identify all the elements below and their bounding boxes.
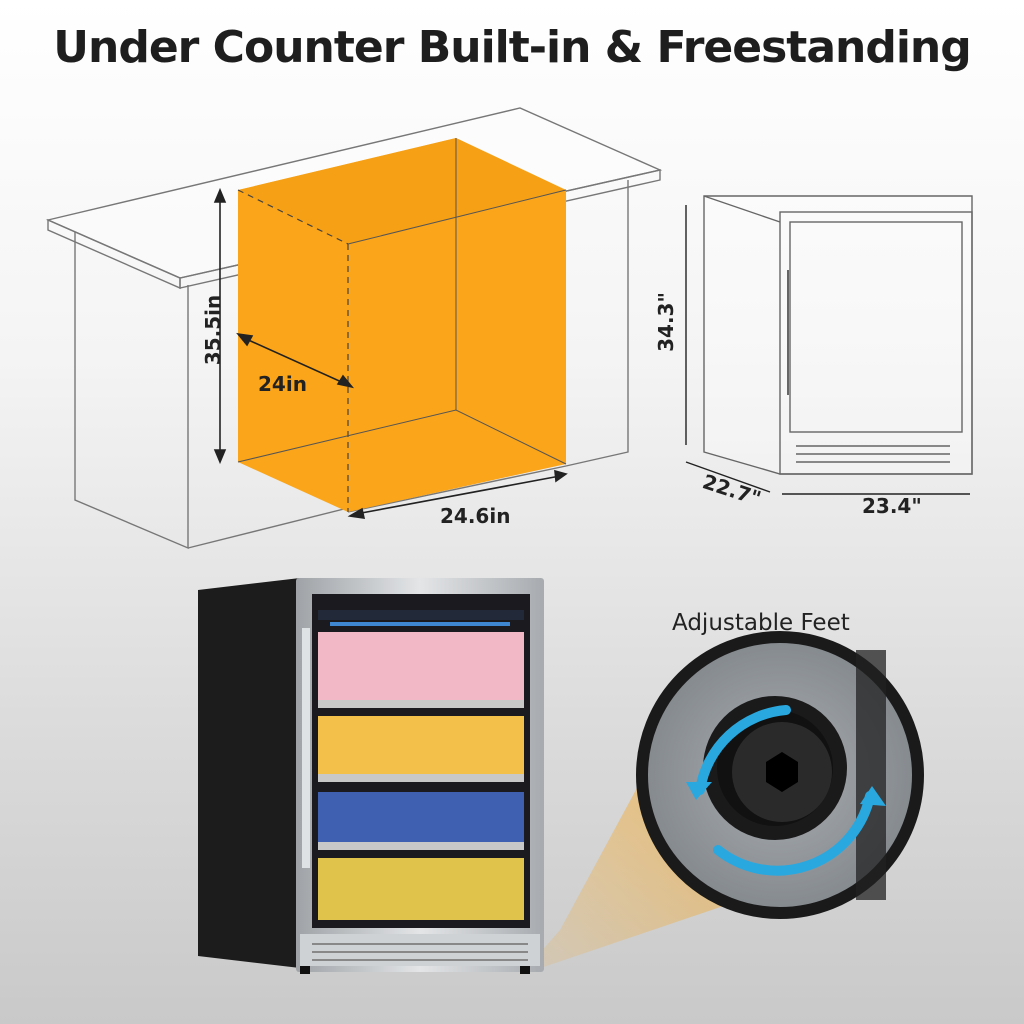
dim-cabinet-height: 35.5in: [201, 294, 226, 366]
can-row-blue: [318, 792, 524, 850]
dim-unit-width: 23.4": [862, 494, 922, 518]
dimension-arrows: [213, 187, 568, 519]
unit-drawing: [685, 195, 973, 495]
can-row-pink: [318, 632, 524, 708]
can-row-bottom: [318, 858, 524, 920]
cabinet-cavity: [237, 138, 567, 512]
page-title: Under Counter Built-in & Freestanding: [53, 22, 971, 73]
feet-callout-label: Adjustable Feet: [672, 610, 850, 636]
dim-unit-height: 34.3": [653, 292, 678, 352]
dim-cabinet-depth: 24in: [258, 372, 307, 396]
arrow-head-icon: [860, 786, 886, 806]
dim-cabinet-width: 24.6in: [440, 504, 511, 528]
adjustable-foot-zoom: [636, 631, 924, 919]
rotation-arrows: [695, 705, 875, 876]
arrow-head-icon: [686, 782, 712, 800]
can-row-yellow: [318, 716, 524, 782]
beverage-fridge-image: [198, 578, 544, 974]
